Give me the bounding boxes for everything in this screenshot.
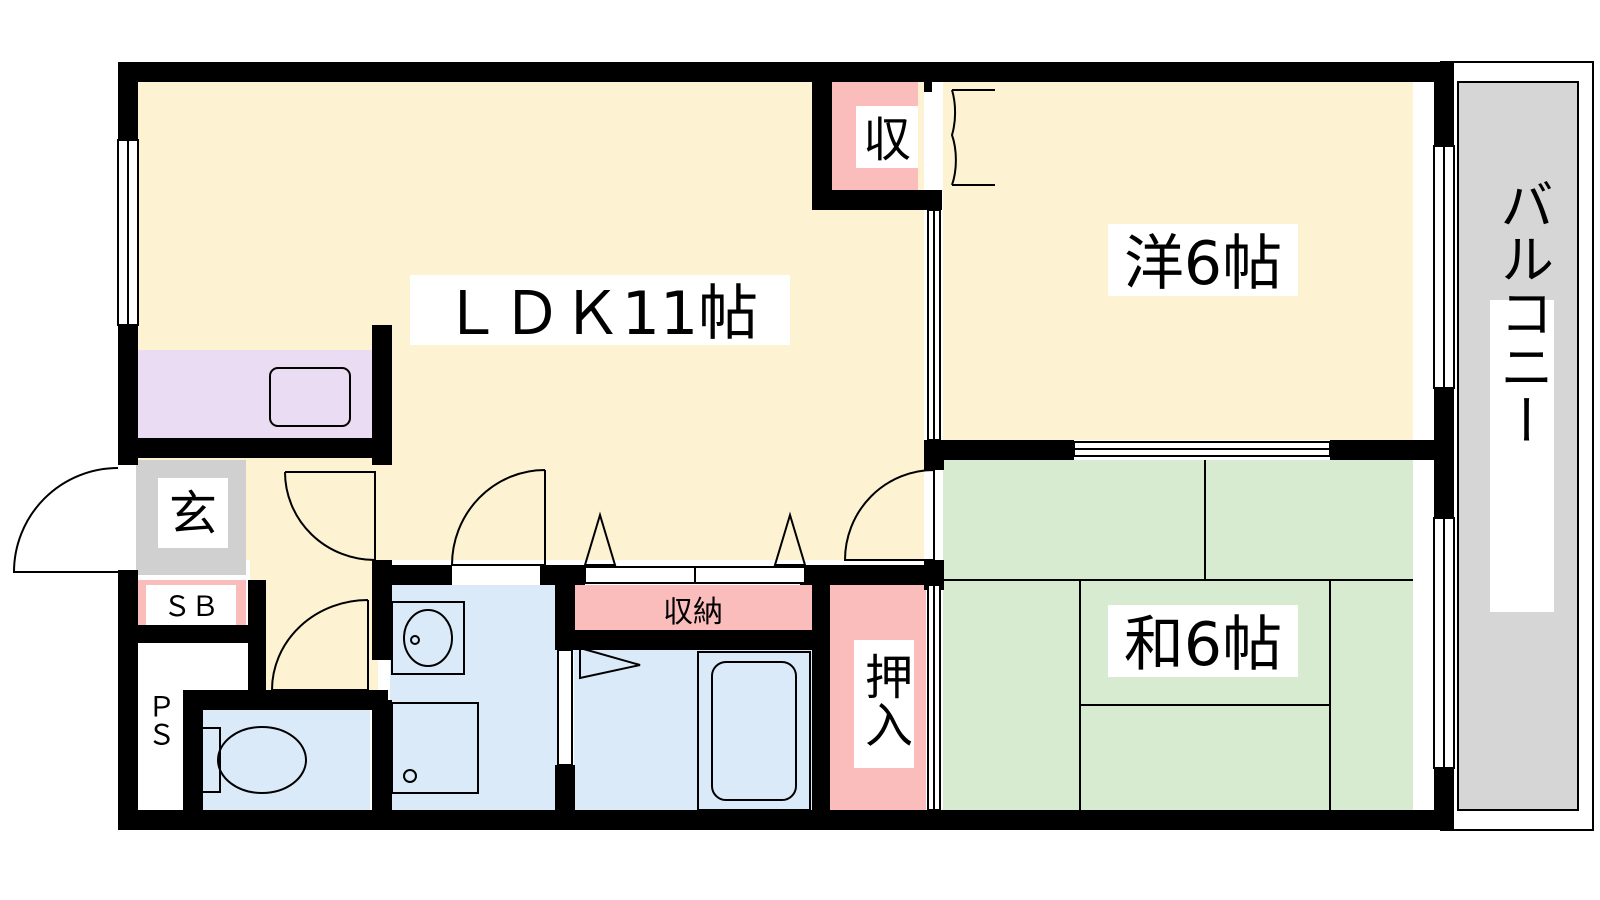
western-label-bg — [1108, 224, 1298, 296]
shoe-box-label-bg — [146, 585, 236, 625]
faucet-icon — [410, 635, 420, 645]
closet-top-label-bg — [856, 106, 918, 168]
balcony-label: バルコニー — [1491, 177, 1554, 447]
japanese-label-bg — [1108, 605, 1298, 677]
oshiire-label-bg — [854, 640, 914, 768]
toilet-door-icon — [270, 599, 369, 691]
western-label: 洋6帖 — [1124, 229, 1282, 299]
entrance-label-bg — [158, 478, 228, 548]
bathtub-inner-icon — [711, 661, 797, 801]
western-door-icon — [843, 469, 935, 561]
sliding-doors — [557, 209, 1331, 811]
balcony-label-bg — [1490, 300, 1554, 612]
storage-mid-fill — [574, 585, 812, 630]
japanese-label: 和6帖 — [1124, 610, 1282, 680]
toilet-fill — [200, 710, 370, 810]
tatami-mats — [943, 460, 1413, 810]
oshiire-label: 押入 — [856, 652, 912, 748]
bathroom-fill — [574, 650, 812, 810]
washroom-door-icon — [450, 469, 546, 566]
pipe-space-label: ＰＳ — [144, 692, 177, 748]
front-door-icon — [12, 467, 119, 573]
washroom-fill — [390, 585, 558, 810]
shower-icon — [579, 646, 641, 680]
swing-doors — [12, 89, 995, 691]
hall-door-icon — [284, 471, 376, 562]
shoe-box-label: ＳＢ — [163, 590, 219, 623]
storage-mid-label: 収納 — [663, 595, 723, 630]
entrance-label: 玄 — [169, 486, 217, 542]
windows — [117, 139, 1455, 769]
toilet-bowl-icon — [217, 726, 307, 794]
sink-icon — [269, 367, 351, 427]
hall-floor — [250, 455, 378, 695]
wash-basin-bowl-icon — [403, 609, 453, 667]
walls — [118, 62, 1454, 830]
storage-door-left-icon — [583, 511, 617, 566]
ldk-label-bg — [410, 275, 790, 345]
closet-door-icon — [950, 89, 957, 186]
storage-door-right-icon — [773, 511, 807, 566]
closet-top-label: 収 — [863, 112, 911, 168]
pipe-space-fill — [136, 650, 184, 810]
ldk-label: ＬＤＫ11帖 — [442, 279, 758, 349]
drain-icon — [403, 769, 417, 783]
